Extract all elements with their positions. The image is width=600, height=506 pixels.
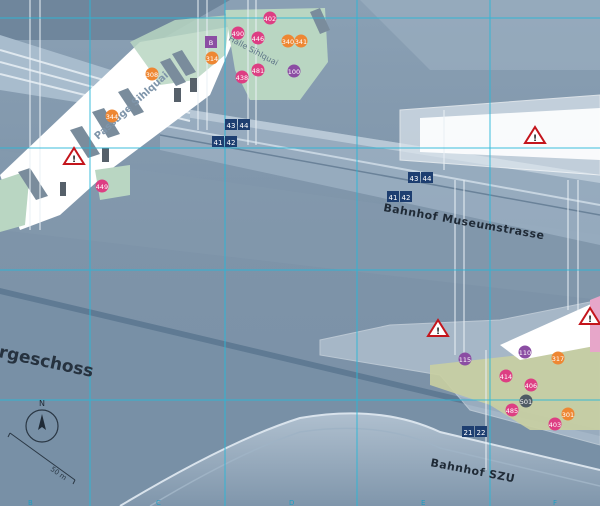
svg-text:21: 21: [464, 429, 473, 437]
svg-text:501: 501: [520, 398, 532, 406]
svg-text:115: 115: [459, 356, 471, 364]
svg-text:490: 490: [232, 30, 244, 38]
szu-tube-rim: [119, 412, 600, 506]
elevator-blocks: [60, 78, 197, 196]
szu-tube-lower: [149, 427, 600, 506]
lower-white-zone: [500, 300, 600, 360]
svg-text:43: 43: [227, 122, 236, 130]
svg-text:100: 100: [288, 68, 300, 76]
track-boxes-top[interactable]: 43 44 41 42: [212, 119, 250, 147]
svg-text:314: 314: [206, 55, 218, 63]
svg-text:340: 340: [282, 38, 294, 46]
halle-green-zone: [225, 8, 328, 100]
svg-text:41: 41: [214, 139, 223, 147]
svg-text:446: 446: [252, 35, 264, 43]
grid-label-c: C: [156, 499, 161, 506]
svg-text:!: !: [533, 134, 537, 144]
svg-text:44: 44: [240, 122, 249, 130]
svg-text:344: 344: [106, 113, 118, 121]
grid-label-f: F: [553, 499, 557, 506]
svg-text:42: 42: [227, 139, 236, 147]
left-green-zone: [0, 170, 30, 232]
svg-text:22: 22: [477, 429, 486, 437]
svg-text:B: B: [209, 39, 213, 47]
svg-text:44: 44: [423, 175, 432, 183]
level-edge: [0, 288, 600, 436]
compass: N: [25, 399, 59, 443]
north-label: N: [39, 399, 45, 408]
north-arrow-icon: [38, 414, 46, 430]
poi-pink[interactable]: 402 490 446 481 438 449 414 406 485 403: [95, 11, 562, 431]
mid-slab: [0, 150, 600, 300]
szu-tube: [120, 413, 600, 506]
svg-text:!: !: [72, 155, 76, 165]
svg-text:449: 449: [96, 183, 108, 191]
warning-icon[interactable]: !: [426, 318, 450, 337]
svg-text:!: !: [436, 327, 440, 337]
svg-text:403: 403: [549, 421, 561, 429]
poi-purple[interactable]: B 100 110 115 501: [205, 36, 533, 408]
svg-text:317: 317: [552, 355, 564, 363]
svg-text:341: 341: [295, 38, 307, 46]
escalators: [18, 8, 330, 200]
svg-text:42: 42: [402, 194, 411, 202]
svg-text:406: 406: [525, 382, 537, 390]
svg-text:438: 438: [236, 74, 248, 82]
top-right-block: [360, 0, 600, 70]
svg-text:43: 43: [410, 175, 419, 183]
grid-label-e: E: [421, 499, 425, 506]
shafts: [29, 0, 579, 470]
poi-orange[interactable]: 340 341 314 308 344 317 301: [105, 34, 575, 421]
warning-icon[interactable]: !: [523, 125, 547, 144]
svg-text:301: 301: [562, 411, 574, 419]
grid-label-b: B: [28, 499, 33, 506]
track-boxes-museum[interactable]: 43 44 41 42: [387, 172, 433, 202]
svg-text:481: 481: [252, 67, 264, 75]
svg-text:308: 308: [146, 71, 158, 79]
svg-text:414: 414: [500, 373, 512, 381]
grid-label-d: D: [289, 499, 294, 506]
svg-text:485: 485: [506, 407, 518, 415]
warning-icon[interactable]: !: [62, 146, 86, 165]
svg-text:110: 110: [519, 349, 531, 357]
right-upper-floor: [420, 108, 600, 160]
warning-icon[interactable]: !: [578, 306, 600, 325]
passage-green-zone: [130, 15, 230, 85]
svg-text:!: !: [588, 315, 592, 325]
svg-text:402: 402: [264, 15, 276, 23]
svg-text:41: 41: [389, 194, 398, 202]
track-boxes-szu[interactable]: 21 22: [462, 426, 487, 437]
